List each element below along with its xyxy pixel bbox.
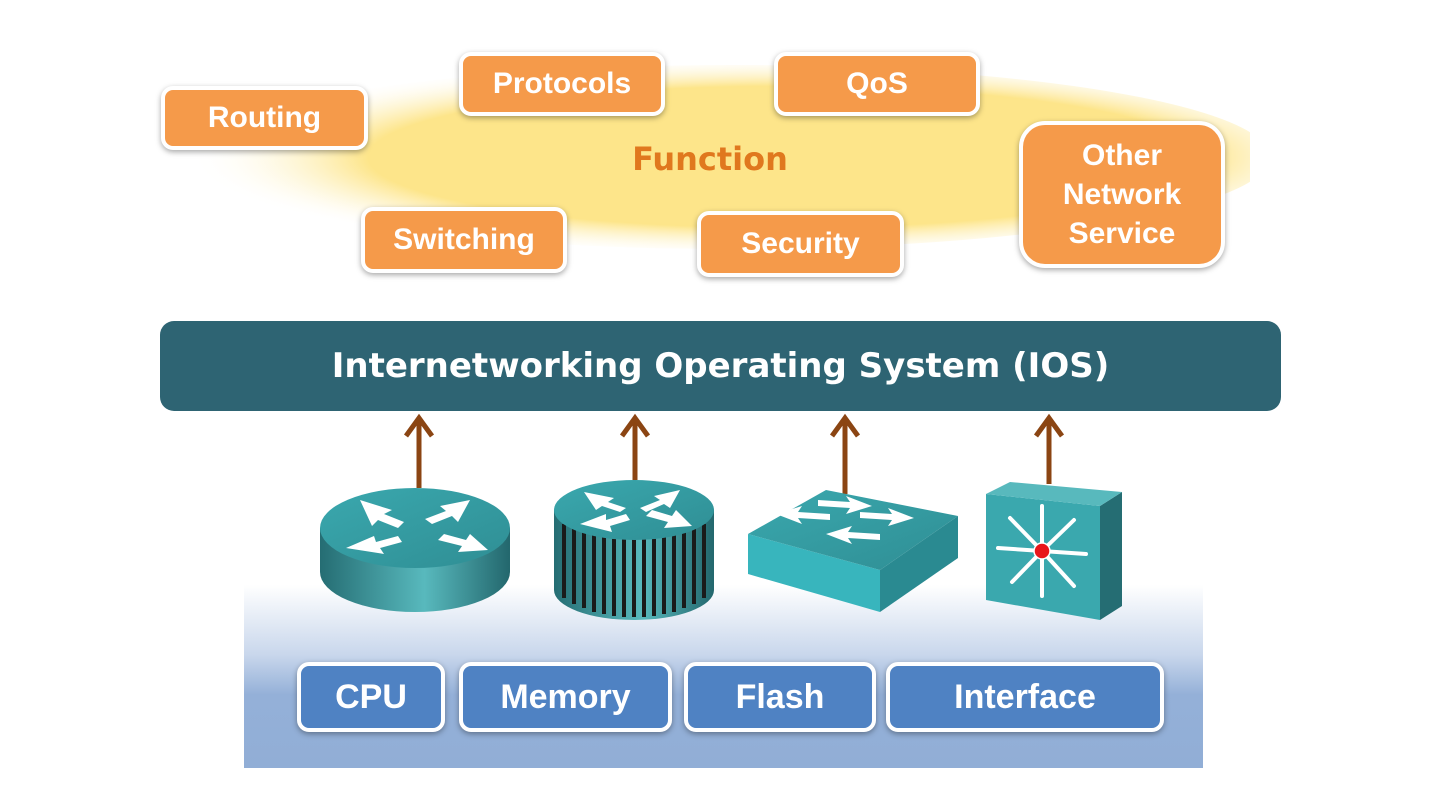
- security-label: Security: [741, 227, 860, 260]
- arrow-up-icon: [619, 413, 651, 480]
- interface-box: Interface: [886, 662, 1164, 732]
- other-line-1: Other: [1081, 139, 1162, 172]
- function-title: Function: [632, 140, 788, 178]
- cpu-box: CPU: [297, 662, 445, 732]
- switching-box: Switching: [361, 207, 567, 273]
- router-with-silicon-switch-icon: [554, 480, 714, 620]
- memory-label: Memory: [500, 677, 631, 716]
- arrow-up-icon: [403, 413, 435, 488]
- other-network-service-box: Other Network Service: [1019, 121, 1225, 268]
- arrow-up-icon: [1033, 413, 1065, 484]
- switching-label: Switching: [393, 223, 535, 256]
- ios-bar: Internetworking Operating System (IOS): [160, 321, 1281, 411]
- routing-label: Routing: [207, 101, 322, 134]
- protocols-box: Protocols: [459, 52, 665, 116]
- interface-label: Interface: [954, 677, 1096, 716]
- other-line-3: Service: [1068, 217, 1176, 250]
- flash-label: Flash: [735, 677, 825, 716]
- router-icon: [320, 488, 510, 612]
- memory-box: Memory: [459, 662, 672, 732]
- routing-box: Routing: [161, 86, 368, 150]
- multilayer-switch-icon: [986, 482, 1122, 620]
- security-box: Security: [697, 211, 904, 277]
- qos-label: QoS: [846, 67, 908, 100]
- qos-box: QoS: [774, 52, 980, 116]
- flash-box: Flash: [684, 662, 876, 732]
- other-line-2: Network: [1062, 178, 1182, 211]
- cpu-label: CPU: [335, 677, 407, 716]
- function-cloud: [190, 65, 1250, 249]
- arrow-up-icon: [829, 413, 861, 494]
- ios-label: Internetworking Operating System (IOS): [331, 346, 1110, 386]
- protocols-label: Protocols: [492, 67, 632, 100]
- workgroup-switch-icon: [748, 490, 958, 612]
